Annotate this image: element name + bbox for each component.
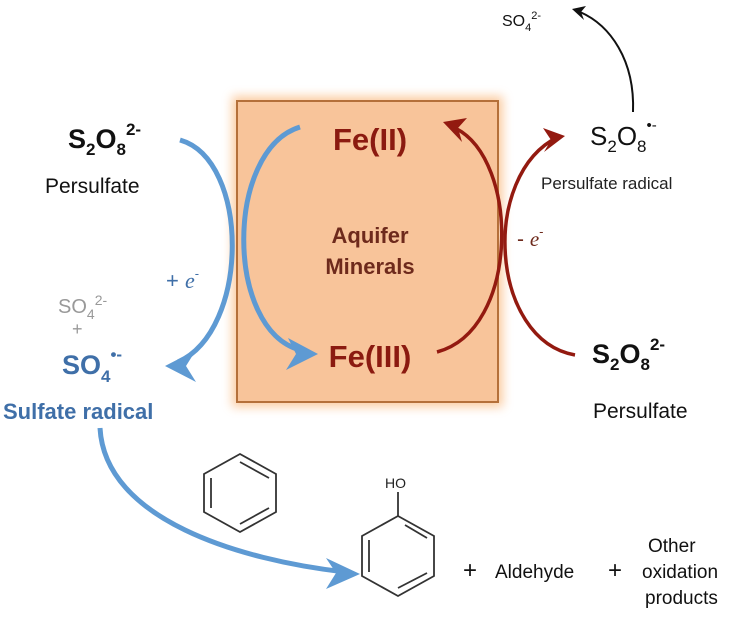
sulfate-top: SO42- (502, 10, 541, 34)
arrowhead-icon (326, 558, 360, 589)
persulfate-oxidation-arrow (503, 135, 576, 357)
hydroxyl-label: HO (385, 475, 406, 491)
aquifer-label: Aquifer (332, 223, 409, 248)
arrowhead-icon (572, 6, 586, 20)
minerals-label: Minerals (325, 254, 414, 279)
sulfate-radical-formula: SO4•- (62, 345, 122, 386)
fe3-to-fe2-arrow (436, 126, 504, 354)
other-products-line1: Other (648, 536, 696, 557)
plus-sign: + (463, 557, 477, 584)
fe2-to-fe3-arrow (241, 124, 301, 353)
persulfate-name-left: Persulfate (45, 175, 140, 198)
arrowhead-icon (443, 118, 467, 142)
arrowhead-icon (165, 350, 196, 382)
phenol-structure-icon (361, 492, 435, 598)
persulfate-radical-formula: S2O8•- (590, 117, 657, 156)
sulfate-byproduct: SO42- (58, 292, 107, 322)
sulfate-radical-name: Sulfate radical (3, 399, 153, 424)
radical-oxidation-arrow (97, 427, 346, 575)
benzene-structure-icon (203, 452, 277, 534)
plus-sign: + (72, 319, 83, 339)
other-products-line3: products (645, 588, 718, 609)
fe2-label: Fe(II) (333, 122, 407, 157)
arrowhead-icon (543, 128, 565, 152)
plus-sign: + (608, 557, 622, 584)
electron-gain-label: + e- (166, 266, 199, 293)
radical-decay-arrow (579, 11, 635, 113)
persulfate-to-radical-arrow (176, 137, 235, 365)
other-products-line2: oxidation (642, 562, 718, 583)
arrowhead-icon (286, 338, 318, 370)
persulfate-name-right: Persulfate (593, 400, 688, 423)
aquifer-minerals-box (236, 100, 499, 403)
persulfate-formula-right: S2O82- (592, 335, 665, 374)
persulfate-formula-left: S2O82- (68, 120, 141, 159)
electron-loss-label: - e- (517, 224, 544, 251)
persulfate-radical-name: Persulfate radical (541, 174, 672, 193)
fe3-label: Fe(III) (329, 339, 412, 374)
aldehyde-label: Aldehyde (495, 562, 574, 583)
